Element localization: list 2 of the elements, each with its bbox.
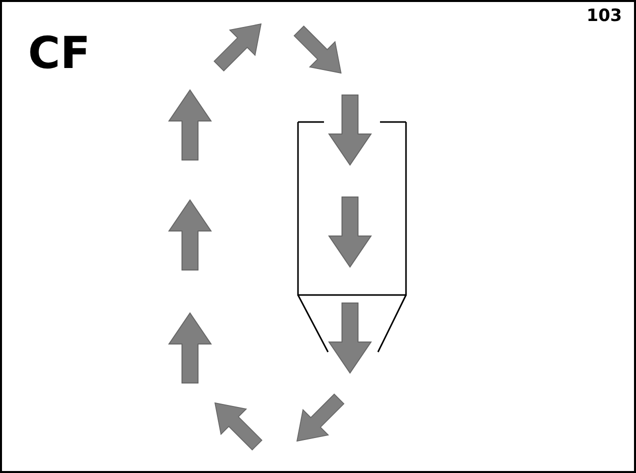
page-number: 103 <box>586 6 622 26</box>
title: CF <box>28 28 90 79</box>
